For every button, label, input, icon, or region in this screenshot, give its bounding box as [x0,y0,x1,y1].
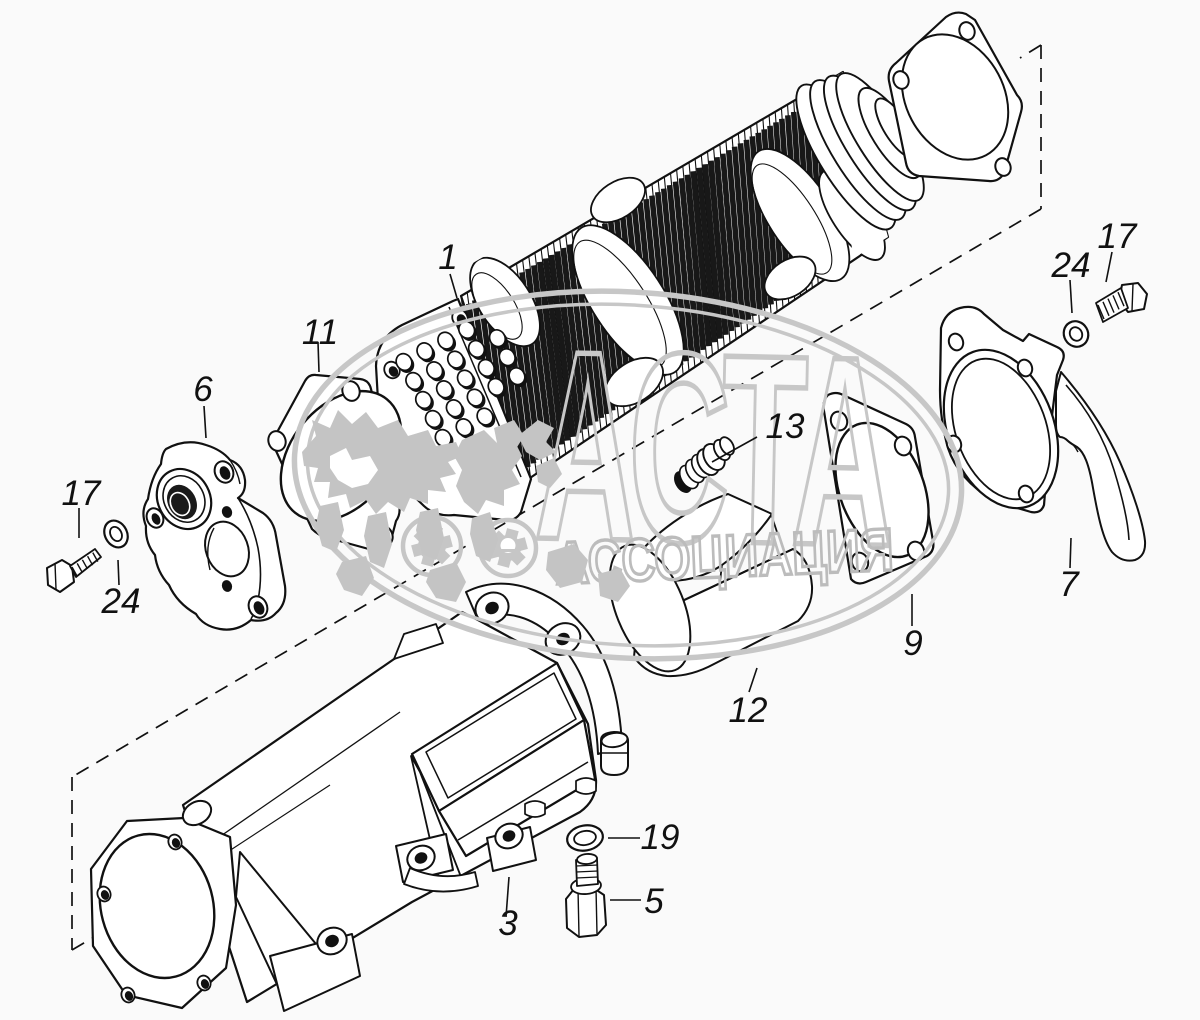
svg-text:24: 24 [1051,246,1091,285]
svg-text:13: 13 [766,407,805,446]
svg-text:7: 7 [1059,565,1080,604]
svg-text:АСТА: АСТА [533,293,894,603]
svg-text:5: 5 [644,882,664,921]
svg-text:17: 17 [1098,217,1138,256]
svg-text:24: 24 [101,582,141,621]
svg-text:17: 17 [62,474,102,513]
svg-text:11: 11 [302,313,338,352]
svg-text:19: 19 [641,818,680,857]
svg-text:12: 12 [729,691,768,730]
svg-text:1: 1 [438,238,457,277]
svg-text:9: 9 [903,624,922,663]
svg-text:3: 3 [498,904,518,943]
svg-text:6: 6 [193,370,213,409]
